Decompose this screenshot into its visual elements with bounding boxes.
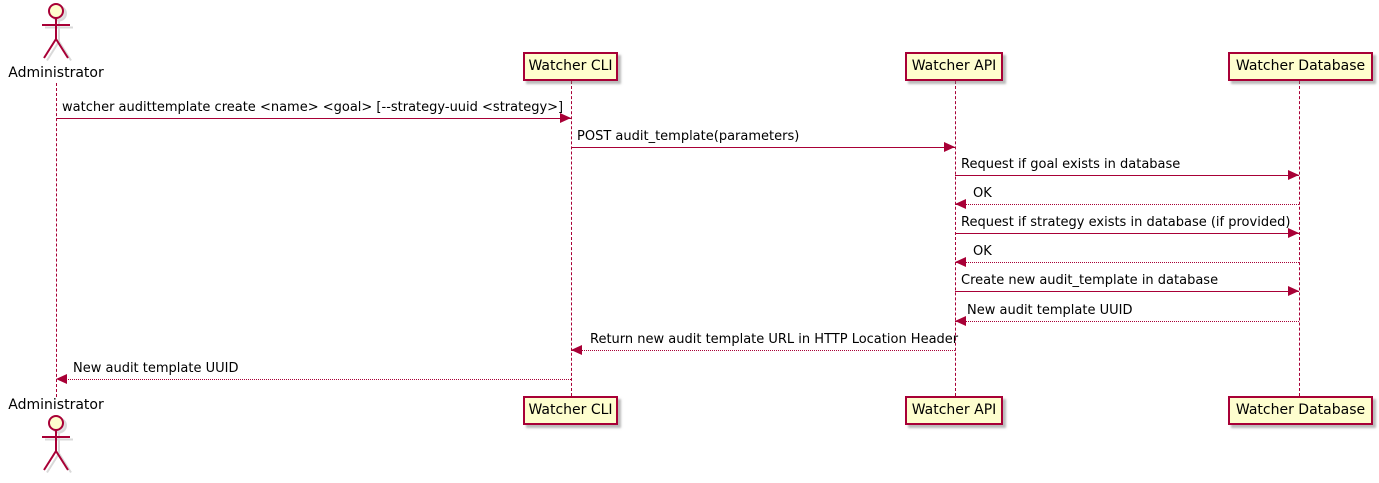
participant-box-watcher-cli-bottom: Watcher CLI bbox=[523, 396, 618, 425]
message-label: POST audit_template(parameters) bbox=[577, 129, 800, 144]
message-arrow bbox=[56, 118, 571, 119]
message-arrow bbox=[955, 262, 1299, 263]
message-label: New audit template UUID bbox=[967, 303, 1133, 318]
arrowhead-right-icon bbox=[1288, 286, 1299, 296]
actor-label: Administrator bbox=[8, 65, 104, 81]
message-arrow bbox=[571, 147, 955, 148]
arrowhead-right-icon bbox=[1288, 170, 1299, 180]
message-arrow bbox=[955, 175, 1299, 176]
arrowhead-left-icon bbox=[955, 257, 966, 267]
arrowhead-right-icon bbox=[560, 113, 571, 123]
message-arrow bbox=[955, 204, 1299, 205]
message-label: OK bbox=[973, 186, 992, 201]
lifeline-watcher-api bbox=[955, 81, 956, 396]
actor-icon bbox=[42, 415, 73, 474]
actor-label: Administrator bbox=[8, 397, 104, 413]
lifeline-watcher-database bbox=[1299, 81, 1300, 396]
message-label: watcher audittemplate create <name> <goa… bbox=[62, 100, 564, 115]
message-label: OK bbox=[973, 244, 992, 259]
message-label: Create new audit_template in database bbox=[961, 273, 1219, 288]
participant-box-watcher-api-bottom: Watcher API bbox=[905, 396, 1003, 425]
arrowhead-left-icon bbox=[955, 316, 966, 326]
participant-box-watcher-database-bottom: Watcher Database bbox=[1228, 396, 1373, 425]
message-arrow bbox=[571, 350, 955, 351]
message-label: New audit template UUID bbox=[73, 361, 239, 376]
message-label: Request if goal exists in database bbox=[961, 157, 1181, 172]
message-arrow bbox=[56, 379, 571, 380]
arrowhead-left-icon bbox=[56, 374, 67, 384]
message-label: Return new audit template URL in HTTP Lo… bbox=[590, 332, 959, 347]
message-arrow bbox=[955, 321, 1299, 322]
arrowhead-right-icon bbox=[944, 142, 955, 152]
participant-box-watcher-database-top: Watcher Database bbox=[1228, 52, 1373, 81]
arrowhead-right-icon bbox=[1288, 228, 1299, 238]
lifeline-watcher-cli bbox=[571, 81, 572, 396]
message-arrow bbox=[955, 291, 1299, 292]
arrowhead-left-icon bbox=[955, 199, 966, 209]
lifeline-administrator bbox=[56, 83, 57, 397]
message-label: Request if strategy exists in database (… bbox=[961, 215, 1291, 230]
participant-box-watcher-api-top: Watcher API bbox=[905, 52, 1003, 81]
arrowhead-left-icon bbox=[571, 345, 582, 355]
actor-icon bbox=[42, 3, 73, 62]
participant-box-watcher-cli-top: Watcher CLI bbox=[523, 52, 618, 81]
message-arrow bbox=[955, 233, 1299, 234]
